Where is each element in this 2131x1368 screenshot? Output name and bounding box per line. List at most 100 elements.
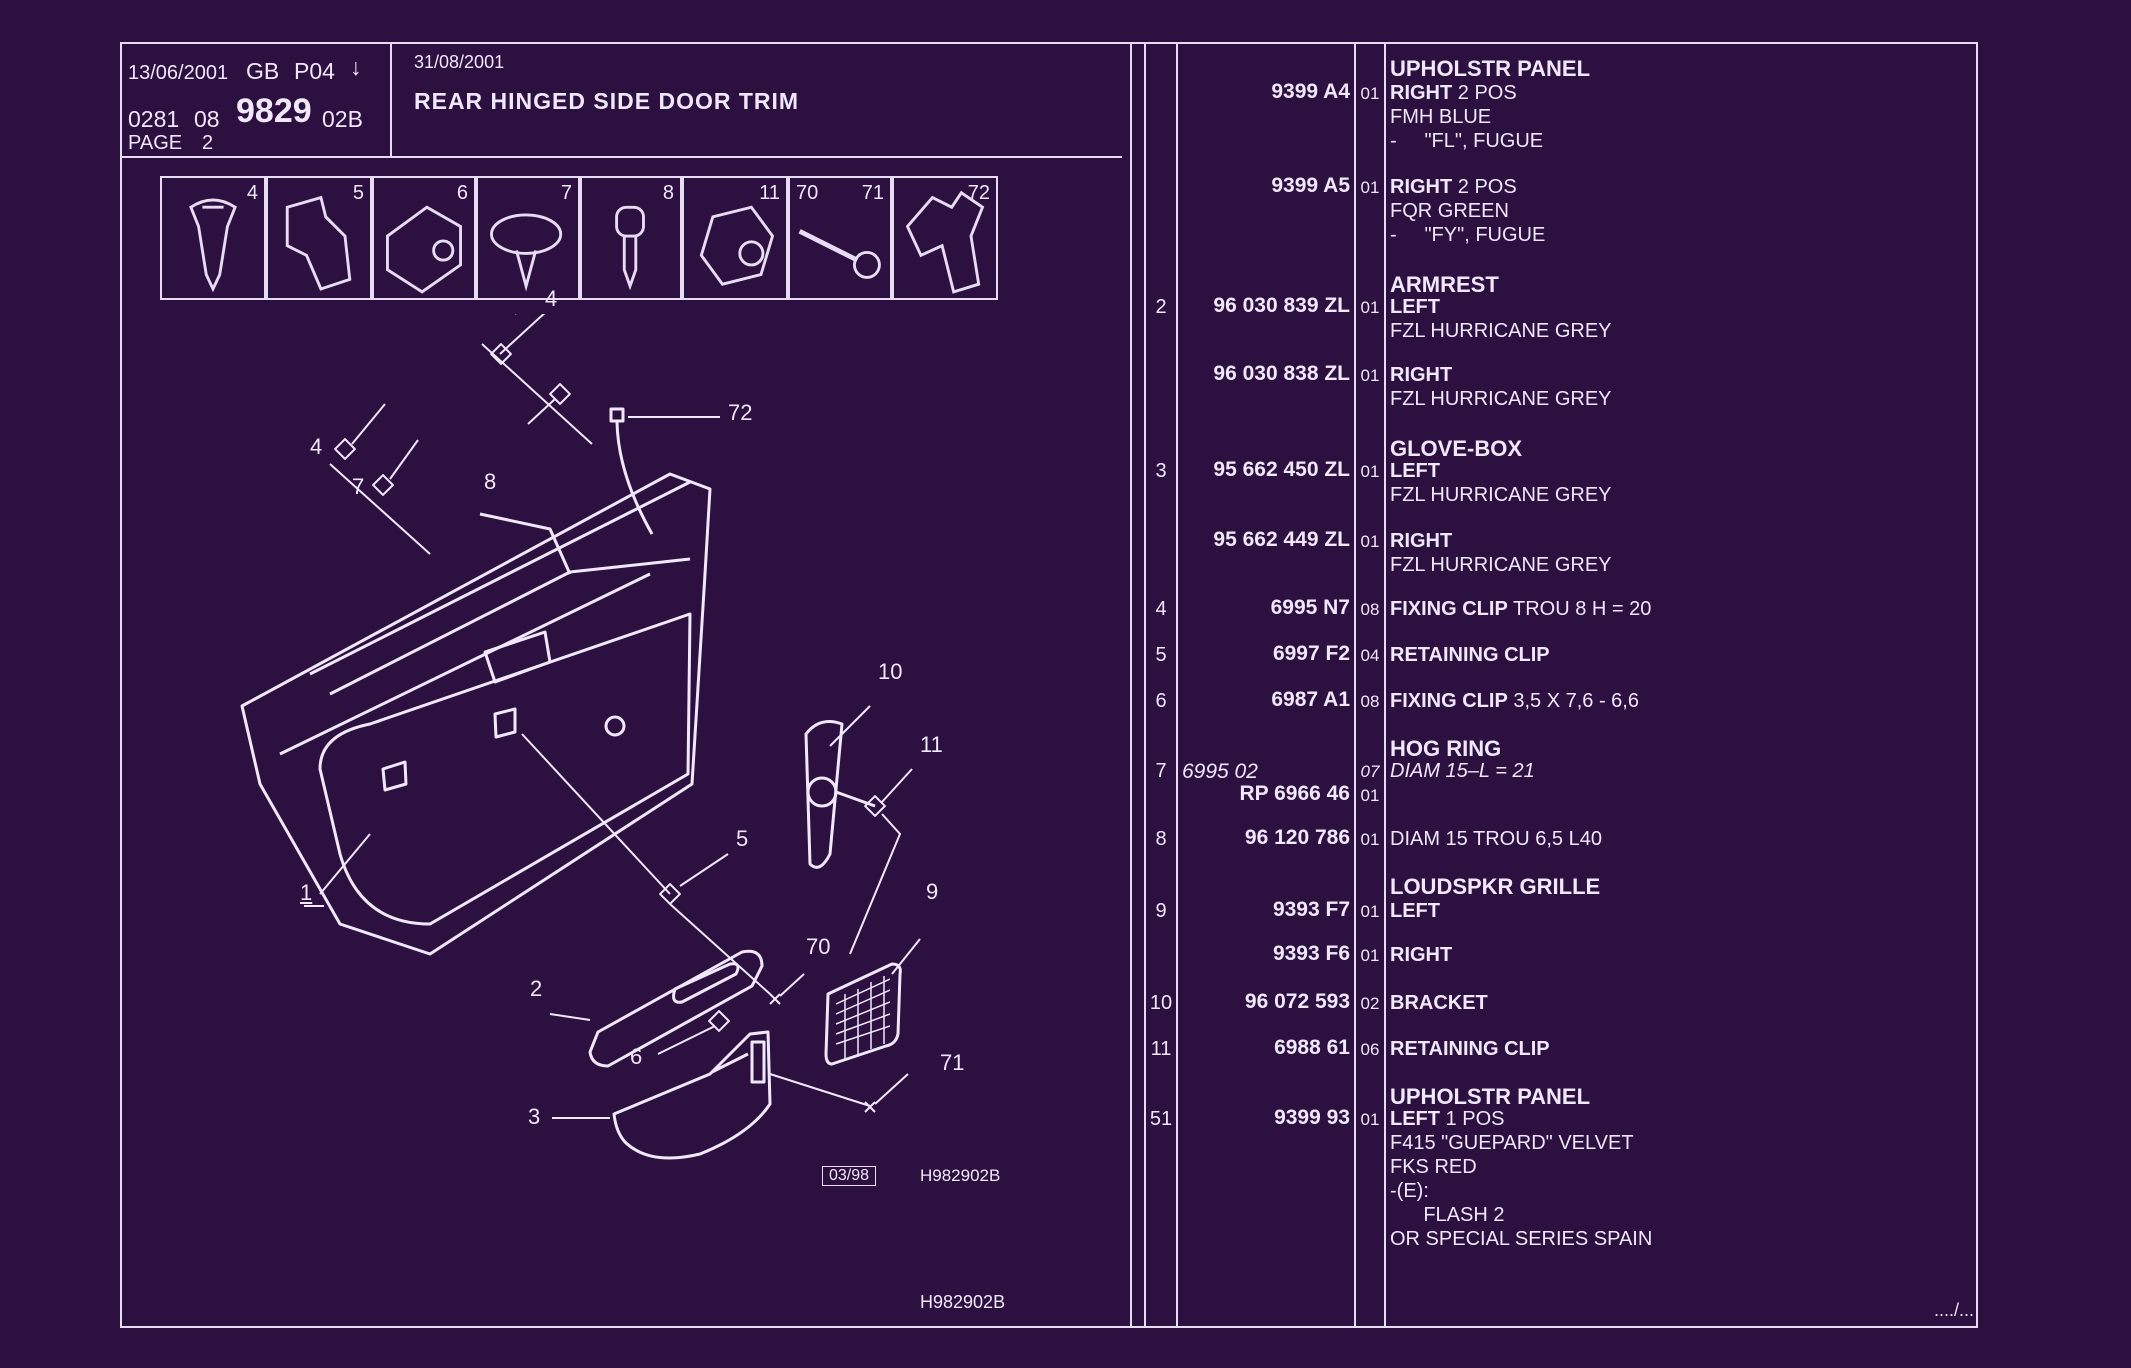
parts-row-description: RIGHT 2 POS (1390, 82, 1517, 105)
header-divider (122, 156, 1122, 158)
rivet-icon (615, 205, 645, 291)
parts-row-desc-detail: 1 POS (1440, 1108, 1505, 1130)
screw-icon (798, 229, 881, 279)
parts-row-part-number: 96 030 838 ZL (1213, 362, 1350, 385)
col-divider-2 (1144, 44, 1146, 1328)
parts-row-description: FIXING CLIP 3,5 X 7,6 - 6,6 (1390, 690, 1639, 713)
parts-row-part-number: 9399 A4 (1271, 80, 1350, 103)
exploded-diagram: 4 72 4 7 8 10 11 5 9 1 70 2 6 71 3 03/98… (130, 286, 1130, 1314)
parts-row-qty: 07 (1360, 762, 1380, 781)
parts-row-desc-detail: 2 POS (1452, 176, 1517, 198)
thumb-72: 72 (892, 176, 998, 300)
parts-row-item: 7 (1155, 760, 1167, 782)
fastener-thumbnails: 4 5 6 7 8 11 70 71 72 (160, 176, 998, 300)
parts-row-qty: 01 (1360, 366, 1380, 385)
parts-row-description: RIGHT (1390, 944, 1452, 967)
thumb-5: 5 (266, 176, 372, 300)
header-code-b: 08 (194, 106, 220, 132)
parts-row-desc-bold: FIXING CLIP (1390, 598, 1508, 620)
parts-row-qty: 04 (1360, 646, 1380, 665)
parts-row-part-number: RP 6966 46 (1239, 782, 1350, 805)
parts-row-description: OR SPECIAL SERIES SPAIN (1390, 1228, 1653, 1250)
parts-row-description: DIAM 15 TROU 6,5 L40 (1390, 828, 1602, 850)
parts-row-description: RETAINING CLIP (1390, 644, 1550, 667)
parts-row-description: LEFT 1 POS (1390, 1108, 1504, 1131)
parts-row-desc-bold: LEFT (1390, 296, 1440, 318)
header-page-code: P04 (294, 58, 335, 84)
down-arrow-icon: ↓ (350, 54, 362, 80)
header-date-2: 31/08/2001 (414, 52, 505, 72)
parts-row-part-number: 9393 F6 (1272, 942, 1350, 965)
parts-row-desc-bold: LEFT (1390, 900, 1440, 922)
callout-71: 71 (940, 1050, 965, 1075)
parts-group-heading: UPHOLSTR PANEL (1390, 56, 1591, 81)
parts-row-desc-detail: 3,5 X 7,6 - 6,6 (1507, 690, 1639, 712)
parts-row-item: 2 (1155, 296, 1167, 318)
callout-9: 9 (926, 879, 939, 904)
page-title: REAR HINGED SIDE DOOR TRIM (414, 88, 800, 114)
parts-group-heading: LOUDSPKR GRILLE (1390, 874, 1601, 899)
header-split (390, 44, 392, 158)
parts-row-qty: 01 (1360, 298, 1380, 317)
parts-row-item: 10 (1149, 992, 1173, 1014)
col-divider-3 (1176, 44, 1178, 1328)
parts-row-part-number: 6987 A1 (1271, 688, 1350, 711)
spring-clip-icon (905, 190, 985, 294)
parts-group-heading: UPHOLSTR PANEL (1390, 1084, 1591, 1109)
parts-row-description: FQR GREEN (1390, 200, 1509, 222)
parts-row-description: FLASH 2 (1390, 1204, 1505, 1226)
parts-row-item: 9 (1155, 900, 1167, 922)
parts-row-qty: 01 (1360, 1110, 1380, 1129)
parts-row-part-number: 95 662 450 ZL (1213, 458, 1350, 481)
callout-5: 5 (736, 826, 749, 851)
nut-clip-icon (699, 205, 775, 286)
parts-row-desc-bold: RIGHT (1390, 364, 1453, 386)
callout-8: 8 (484, 469, 497, 494)
thumb-4: 4 (160, 176, 266, 300)
parts-row-qty: 08 (1360, 692, 1380, 711)
retaining-clip-icon (285, 195, 352, 291)
parts-row-desc-bold: RETAINING CLIP (1390, 1038, 1550, 1060)
header-code-a: 0281 (128, 106, 180, 132)
parts-sheet: 13/06/2001 GB P04 ↓ 0281 08 9829 02B PAG… (120, 42, 1978, 1328)
parts-row-desc-bold: FIXING CLIP (1390, 690, 1508, 712)
parts-row-qty: 01 (1360, 532, 1380, 551)
col-divider-1 (1130, 44, 1132, 1328)
parts-row-description: FIXING CLIP TROU 8 H = 20 (1390, 598, 1651, 621)
parts-row-item: 11 (1150, 1038, 1172, 1060)
parts-row-desc-detail: TROU 8 H = 20 (1507, 598, 1652, 620)
push-clip-icon (189, 198, 237, 293)
parts-row-description: LEFT (1390, 460, 1440, 483)
door-panel-outline (240, 472, 712, 956)
header-lang: GB (246, 58, 280, 84)
callout-4-top: 4 (545, 286, 558, 311)
parts-group-heading: GLOVE-BOX (1390, 436, 1523, 461)
parts-row-part-number: 96 072 593 (1244, 990, 1350, 1013)
parts-row-description: F415 "GUEPARD" VELVET (1390, 1132, 1634, 1154)
parts-row-item: 3 (1155, 460, 1167, 482)
callout-3: 3 (528, 1104, 541, 1129)
thumb-6: 6 (372, 176, 476, 300)
callout-2: 2 (530, 976, 543, 1001)
parts-row-desc-bold: RIGHT (1390, 530, 1453, 552)
parts-row-description: FKS RED (1390, 1156, 1477, 1178)
parts-row-part-number: 96 120 786 (1244, 826, 1350, 849)
parts-row-description: BRACKET (1390, 992, 1488, 1015)
callout-11: 11 (920, 732, 943, 757)
parts-row-item: 8 (1155, 828, 1167, 850)
parts-row-description: RIGHT (1390, 530, 1452, 553)
parts-row-description: DIAM 15–L = 21 (1390, 760, 1535, 782)
callout-1: 1 (300, 880, 313, 905)
col-divider-4 (1354, 44, 1356, 1328)
parts-row-description: RIGHT 2 POS (1390, 176, 1517, 199)
parts-row-item: 4 (1155, 598, 1167, 620)
header-code-c: 02B (322, 106, 363, 132)
callout-4-left: 4 (310, 434, 323, 459)
parts-row-desc-bold: RETAINING CLIP (1390, 644, 1550, 666)
callout-10: 10 (878, 659, 903, 684)
thumb-70-71: 70 71 (788, 176, 892, 300)
header-date: 13/06/2001 (128, 62, 229, 84)
parts-row-qty: 06 (1360, 1040, 1380, 1059)
parts-row-description: - "FY", FUGUE (1390, 224, 1546, 246)
